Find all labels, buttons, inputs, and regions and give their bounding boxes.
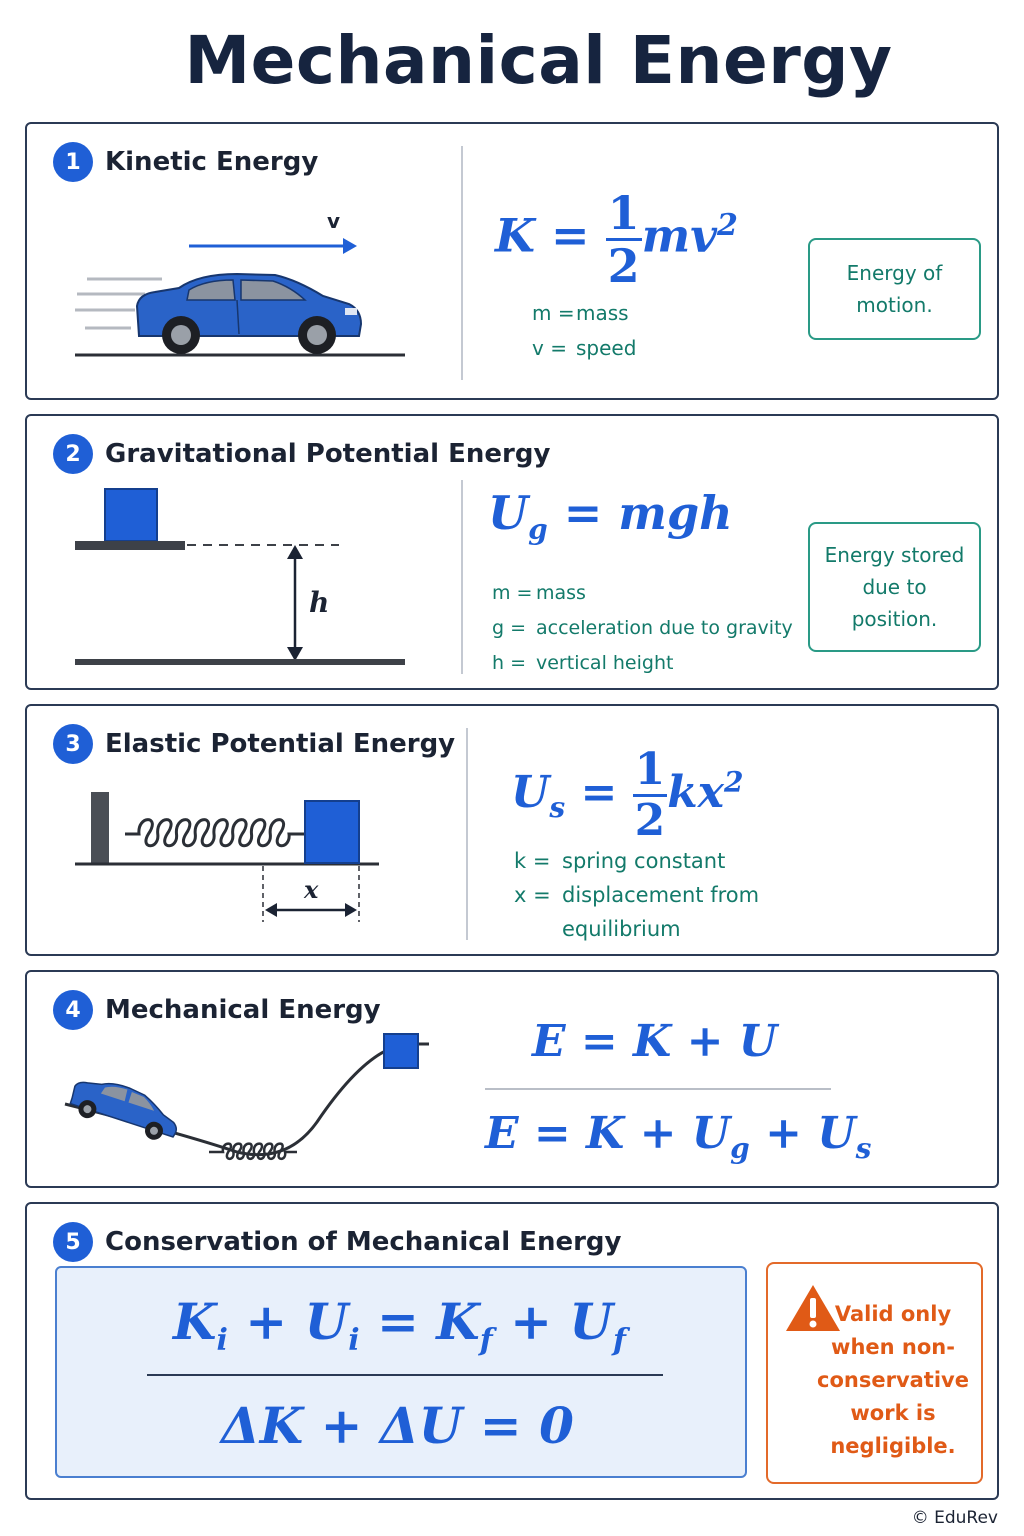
kinetic-variables: m =mass v =speed [532, 296, 636, 366]
conservation-formula: Ki + Ui = Kf + Uf [173, 1292, 626, 1358]
variable-row: g =acceleration due to gravity [492, 617, 793, 639]
section-title: Conservation of Mechanical Energy [105, 1227, 622, 1257]
height-diagram: h [75, 488, 405, 665]
variable-row: k =spring constant [514, 849, 726, 873]
section-header: 3 Elastic Potential Energy [53, 724, 455, 764]
gravitational-energy-formula: Ug = mgh [488, 486, 733, 547]
gravitational-energy-card: 2 Gravitational Potential Energy h Ug = … [25, 414, 999, 690]
section-number: 5 [53, 1222, 93, 1262]
conservation-formula-box: Ki + Ui = Kf + Uf ΔK + ΔU = 0 [55, 1266, 747, 1478]
warning-icon [786, 1285, 840, 1331]
car-illustration: v [75, 209, 405, 357]
section-number: 2 [53, 434, 93, 474]
section-title: Elastic Potential Energy [105, 729, 456, 759]
page-title: Mechanical Energy [184, 22, 893, 99]
track-illustration [64, 1033, 429, 1161]
section-header: 4 Mechanical Energy [53, 990, 381, 1030]
variable-row: m =mass [532, 301, 629, 325]
section-title: Gravitational Potential Energy [105, 439, 551, 469]
gravitational-note: Energy stored due to position. [808, 522, 981, 652]
section-title: Kinetic Energy [105, 147, 319, 177]
section-divider [461, 146, 463, 380]
section-header: 2 Gravitational Potential Energy [53, 434, 550, 474]
section-number: 3 [53, 724, 93, 764]
height-label: h [309, 586, 329, 619]
variable-row: h =vertical height [492, 652, 674, 674]
section-number: 1 [53, 142, 93, 182]
energy-change-formula: ΔK + ΔU = 0 [221, 1396, 574, 1455]
spring-coil [125, 818, 305, 848]
section-divider [466, 728, 468, 940]
section-number: 4 [53, 990, 93, 1030]
mechanical-energy-formula: E = K + U [532, 1016, 778, 1067]
variable-row: v =speed [532, 336, 637, 360]
elastic-variables: k =spring constant x =displacement from … [514, 844, 792, 946]
section-header: 1 Kinetic Energy [53, 142, 318, 182]
section-divider [461, 480, 463, 674]
section-title: Mechanical Energy [105, 995, 381, 1025]
variable-row: m =mass [492, 582, 586, 604]
formula-divider [485, 1088, 831, 1090]
conservation-card: 5 Conservation of Mechanical Energy Ki +… [25, 1202, 999, 1500]
displacement-label: x [303, 875, 319, 904]
gravitational-variables: m =mass g =acceleration due to gravity h… [492, 576, 793, 681]
spring-diagram: x [75, 792, 379, 922]
formula-divider [147, 1374, 663, 1376]
mechanical-energy-card: 4 Mechanical Energy E = K + U E = K + Ug… [25, 970, 999, 1188]
velocity-label: v [327, 209, 340, 233]
spring-coil [209, 1142, 297, 1161]
section-header: 5 Conservation of Mechanical Energy [53, 1222, 621, 1262]
kinetic-note: Energy of motion. [808, 238, 981, 340]
copyright-footer: © EduRev [911, 1508, 998, 1528]
validity-warning: Valid only when non-conservative work is… [766, 1262, 983, 1484]
mechanical-energy-expanded-formula: E = K + Ug + Us [485, 1108, 872, 1165]
warning-text: Valid only when non-conservative work is… [817, 1302, 969, 1458]
variable-row: x =displacement from equilibrium [514, 883, 760, 941]
